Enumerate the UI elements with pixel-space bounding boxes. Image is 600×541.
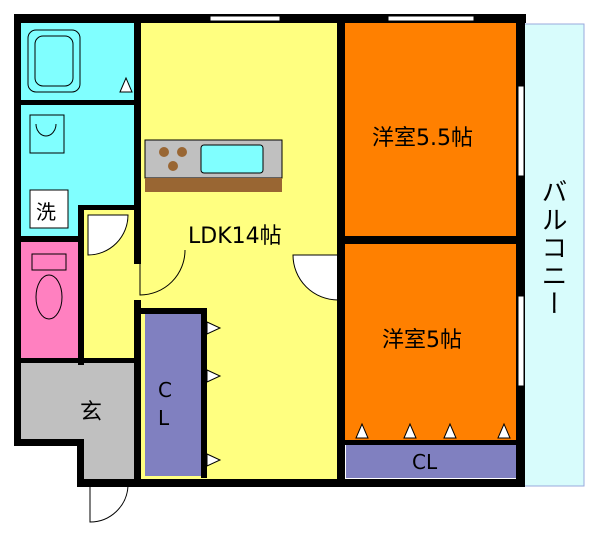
door-swing-icon: [139, 249, 186, 296]
entrance-label: 玄: [80, 400, 103, 425]
toilet-bowl-icon: [35, 274, 63, 320]
washer-label: 洗: [36, 200, 56, 224]
toilet-tank-icon: [31, 253, 67, 271]
western-room-large-area: [341, 22, 522, 240]
closet-left-area: [145, 313, 201, 476]
bathtub-inner: [34, 35, 74, 87]
entrance-area: [20, 362, 138, 444]
western-room-large-label: 洋室5.5帖: [372, 126, 473, 151]
stove-burner-icon: [159, 147, 169, 157]
bathtub-icon: [27, 29, 81, 93]
kitchen-sink: [200, 144, 264, 174]
closet-door-mark: [443, 422, 457, 439]
kitchen-base: [145, 178, 282, 192]
closet-bottom-area: [346, 444, 516, 478]
closet-door-mark: [119, 76, 133, 93]
closet-left-label: C L: [158, 378, 172, 430]
washer-box: [29, 189, 69, 229]
stove-burner-icon: [177, 147, 187, 157]
balcony-label: バルコニー: [537, 178, 567, 318]
western-room-small-label: 洋室5帖: [382, 328, 462, 353]
windows: [209, 15, 525, 387]
door-swing-icon: [87, 214, 129, 256]
closet-bottom-label: CL: [412, 450, 438, 474]
door-swing-icon: [89, 485, 129, 523]
washbasin-icon: [29, 114, 65, 154]
closet-door-mark: [403, 422, 417, 439]
ldk-label: LDK14帖: [188, 224, 282, 249]
closet-door-mark: [497, 422, 511, 439]
western-room-small-area: [341, 244, 522, 444]
closet-door-mark: [355, 422, 369, 439]
entrance-step-area: [82, 444, 138, 482]
stove-burner-icon: [168, 161, 178, 171]
toilet-area: [20, 242, 82, 360]
balcony-area: [521, 23, 585, 487]
